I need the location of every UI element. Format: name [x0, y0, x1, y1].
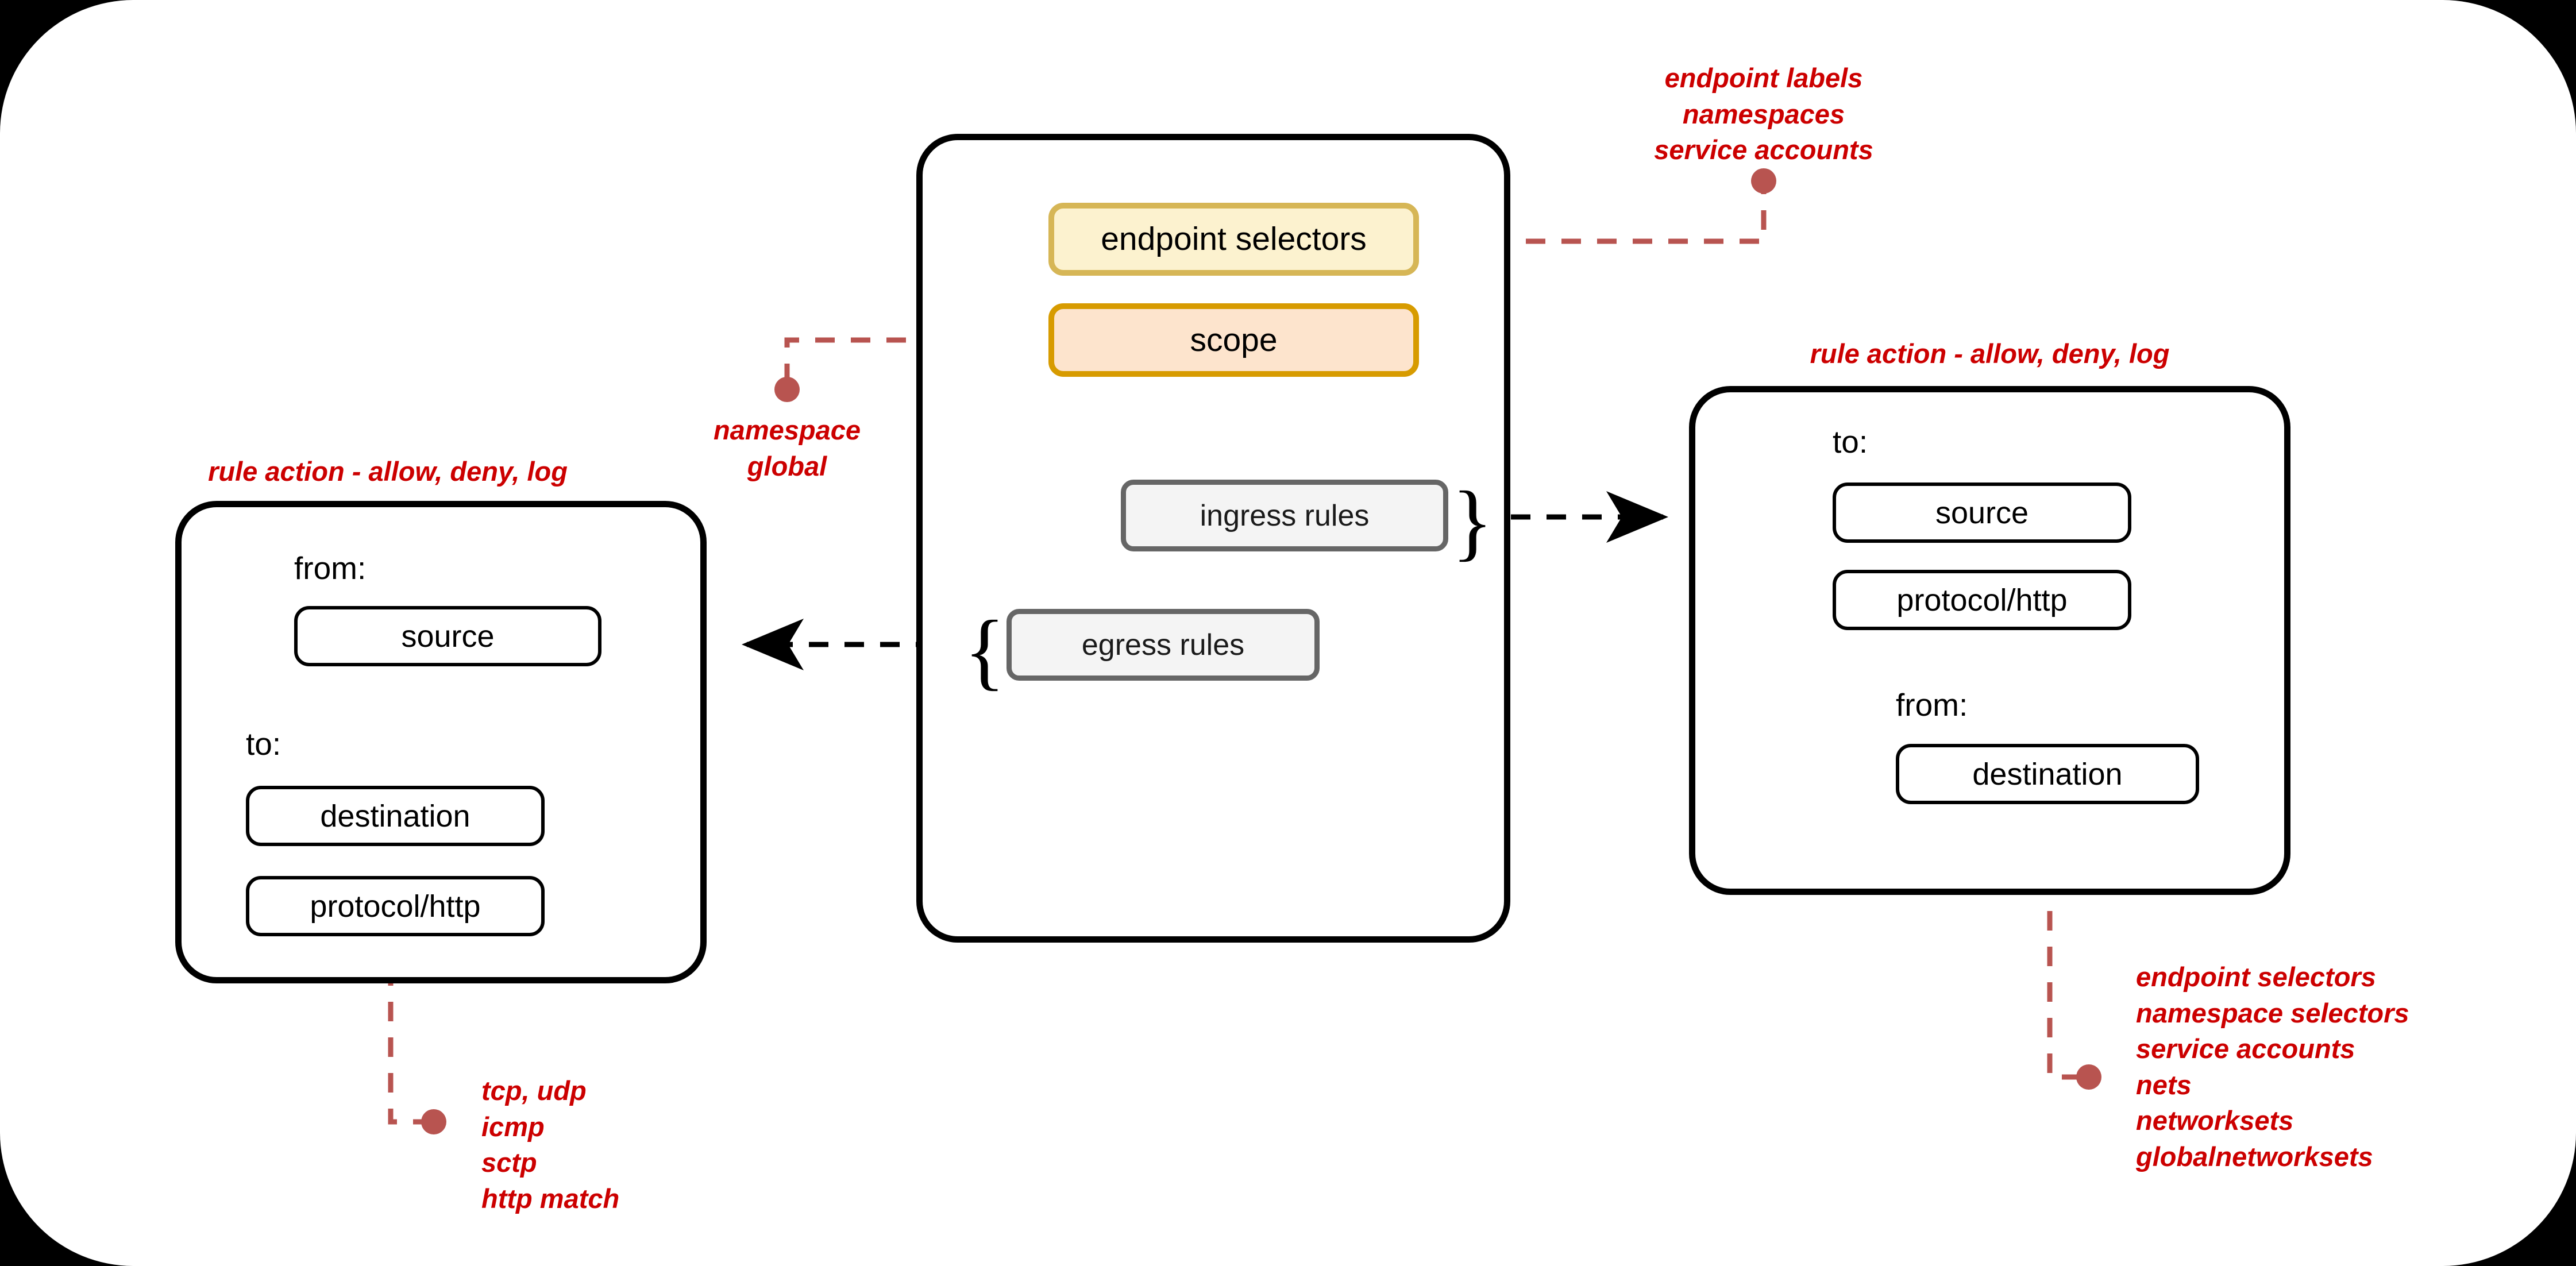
left-from-label: from: — [294, 550, 367, 586]
ingress-rule-panel — [1689, 386, 2290, 895]
right-from-label: from: — [1896, 687, 1968, 723]
egress-brace-icon: { — [964, 603, 1005, 698]
ingress-rules-label: ingress rules — [1200, 499, 1370, 532]
right-source-label: source — [1935, 495, 2029, 530]
scope-label: scope — [1190, 321, 1278, 358]
left-destination-label: destination — [320, 798, 471, 833]
right-destination-box[interactable]: destination — [1896, 744, 2199, 804]
left-to-label: to: — [246, 726, 281, 762]
scope-box[interactable]: scope — [1048, 303, 1419, 377]
endpoint-selectors-label: endpoint selectors — [1101, 221, 1367, 257]
right-destination-label: destination — [1972, 756, 2123, 792]
protocol-annotation: tcp, udp icmp sctp http match — [481, 1075, 620, 1214]
right-source-box[interactable]: source — [1833, 483, 2131, 543]
left-protocol-box[interactable]: protocol/http — [246, 876, 545, 936]
left-source-box[interactable]: source — [294, 606, 601, 666]
egress-rules-label: egress rules — [1081, 628, 1245, 662]
left-source-label: source — [401, 619, 495, 654]
egress-rules-box[interactable]: egress rules — [1007, 609, 1320, 681]
left-rule-action-annotation: rule action - allow, deny, log — [208, 456, 568, 487]
destination-annotation: endpoint selectors namespace selectors s… — [2136, 962, 2409, 1172]
right-protocol-label: protocol/http — [1896, 582, 2068, 617]
ingress-brace-icon: } — [1452, 474, 1493, 569]
right-to-label: to: — [1833, 424, 1868, 460]
right-rule-action-annotation: rule action - allow, deny, log — [1810, 338, 2170, 369]
endpoint-selectors-box[interactable]: endpoint selectors — [1048, 203, 1419, 276]
left-protocol-label: protocol/http — [310, 889, 481, 924]
ingress-rules-box[interactable]: ingress rules — [1121, 480, 1448, 551]
left-destination-box[interactable]: destination — [246, 786, 545, 846]
scope-annotation: namespace global — [713, 415, 861, 481]
endpoint-selectors-annotation: endpoint labels namespaces service accou… — [1654, 63, 1873, 165]
right-protocol-box[interactable]: protocol/http — [1833, 570, 2131, 630]
